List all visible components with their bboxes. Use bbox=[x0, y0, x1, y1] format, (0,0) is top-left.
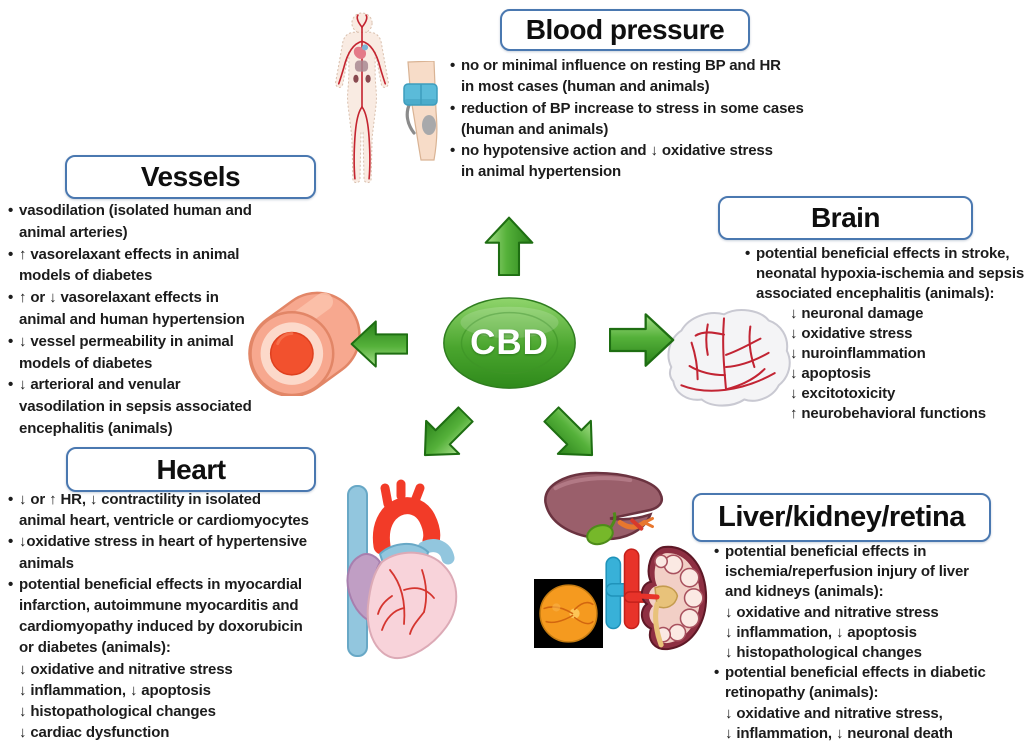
liver-kidney-retina-title: Liver/kidney/retina bbox=[692, 493, 991, 542]
heart-title: Heart bbox=[66, 447, 316, 492]
vessels-list: vasodilation (isolated human and animal … bbox=[7, 200, 252, 440]
blood-pressure-list: no or minimal influence on resting BP an… bbox=[449, 55, 804, 183]
human-body-icon bbox=[335, 12, 389, 184]
list-item: ↓ apoptosis bbox=[790, 365, 871, 382]
liver-icon bbox=[544, 471, 664, 546]
heart-icon bbox=[346, 479, 458, 659]
list-item: ↓ oxidative and nitrative stress bbox=[19, 660, 233, 678]
vessels-title: Vessels bbox=[65, 155, 316, 199]
list-item: ↓ inflammation, ↓ apoptosis bbox=[19, 681, 211, 699]
list-item: no hypotensive action and ↓ oxidative st… bbox=[449, 140, 804, 183]
list-item: ↓ oxidative and nitrative stress, bbox=[725, 704, 943, 722]
list-item: potential beneficial effects in myocardi… bbox=[7, 574, 309, 659]
list-item: ↓ histopathological changes bbox=[725, 644, 922, 662]
brain-list: potential beneficial effects in stroke, … bbox=[744, 244, 1024, 424]
list-item: ↓ inflammation, ↓ apoptosis bbox=[725, 623, 917, 641]
arrow-down-right-icon bbox=[543, 406, 594, 457]
list-item: ↓ arterioral and venular vasodilation in… bbox=[7, 374, 252, 439]
list-item: ↓ nuroinflammation bbox=[790, 345, 926, 362]
list-item: ↓ oxidative and nitrative stress bbox=[725, 603, 939, 621]
cbd-label: CBD bbox=[470, 323, 549, 362]
arrow-left-icon bbox=[350, 320, 408, 368]
brain-icon bbox=[667, 308, 791, 407]
blood-pressure-title: Blood pressure bbox=[500, 9, 750, 51]
list-item: potential beneficial effects in ischemia… bbox=[713, 542, 986, 603]
vessel-icon bbox=[248, 291, 361, 396]
list-item: no or minimal influence on resting BP an… bbox=[449, 55, 804, 98]
list-item: ↓ excitotoxicity bbox=[790, 385, 896, 402]
list-item: vasodilation (isolated human and animal … bbox=[7, 200, 252, 244]
list-item: ↓ histopathological changes bbox=[19, 703, 216, 721]
list-item: ↓ cardiac dysfunction bbox=[19, 724, 170, 742]
list-item: ↓ vessel permeability in animal models o… bbox=[7, 331, 252, 375]
bp-cuff-icon bbox=[403, 61, 438, 161]
list-item: potential beneficial effects in stroke, … bbox=[744, 244, 1024, 304]
heart-list: ↓ or ↑ HR, ↓ contractility in isolated a… bbox=[7, 489, 309, 743]
list-item: ↓ inflammation, ↓ neuronal death bbox=[725, 724, 953, 742]
list-item: ↓ oxidative stress bbox=[790, 325, 913, 342]
list-item: ↓oxidative stress in heart of hypertensi… bbox=[7, 531, 309, 573]
arrow-up-icon bbox=[484, 216, 534, 276]
list-item: reduction of BP increase to stress in so… bbox=[449, 98, 804, 141]
kidney-icon bbox=[605, 545, 708, 651]
cbd-ellipse bbox=[443, 297, 576, 389]
list-item: ↑ vasorelaxant effects in animal models … bbox=[7, 244, 252, 288]
list-item: ↑ neurobehavioral functions bbox=[790, 405, 986, 422]
list-item: ↓ or ↑ HR, ↓ contractility in isolated a… bbox=[7, 489, 309, 531]
list-item: potential beneficial effects in diabetic… bbox=[713, 663, 986, 703]
list-item: ↑ or ↓ vasorelaxant effects in animal an… bbox=[7, 287, 252, 331]
arrow-down-left-icon bbox=[423, 406, 474, 457]
liver-kidney-retina-list: potential beneficial effects in ischemia… bbox=[713, 542, 986, 744]
retina-icon bbox=[534, 579, 603, 648]
arrow-right-icon bbox=[609, 313, 675, 367]
brain-title: Brain bbox=[718, 196, 973, 240]
list-item: ↓ neuronal damage bbox=[790, 305, 924, 322]
